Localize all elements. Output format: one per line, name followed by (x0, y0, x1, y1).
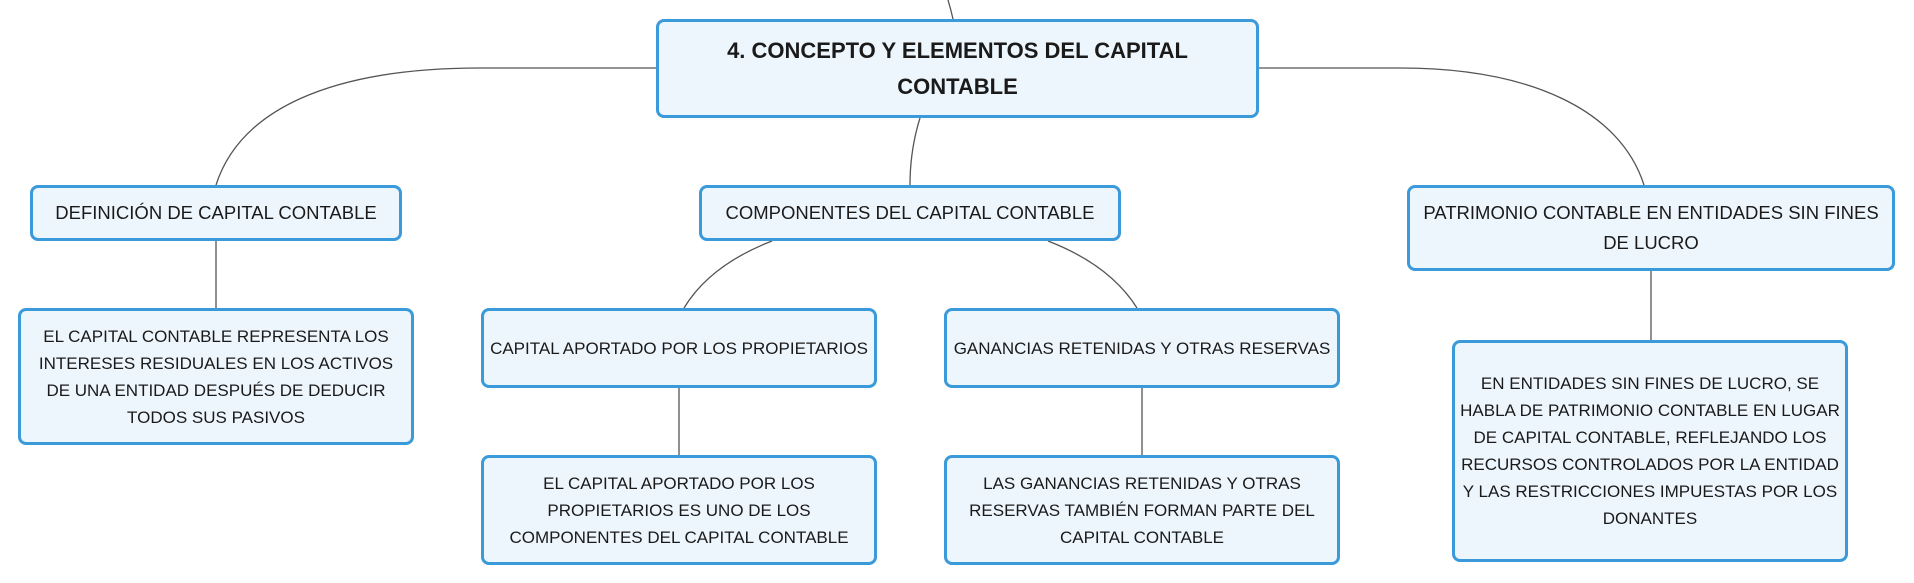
componentes-topic-node[interactable]: COMPONENTES DEL CAPITAL CONTABLE (699, 185, 1121, 241)
capital-aportado-description-node[interactable]: EL CAPITAL APORTADO POR LOS PROPIETARIOS… (481, 455, 877, 565)
root-topic-node[interactable]: 4. CONCEPTO Y ELEMENTOS DEL CAPITAL CONT… (656, 19, 1259, 118)
definicion-description-text: EL CAPITAL CONTABLE REPRESENTA LOS INTER… (38, 326, 394, 427)
patrimonio-description-node[interactable]: EN ENTIDADES SIN FINES DE LUCRO, SE HABL… (1452, 340, 1848, 562)
patrimonio-description-text: EN ENTIDADES SIN FINES DE LUCRO, SE HABL… (1460, 374, 1840, 528)
connector-componentes-to-ganancias (1047, 240, 1138, 309)
definicion-topic-label: DEFINICIÓN DE CAPITAL CONTABLE (55, 202, 377, 223)
capital-aportado-topic-node[interactable]: CAPITAL APORTADO POR LOS PROPIETARIOS (481, 308, 877, 388)
ganancias-retenidas-description-node[interactable]: LAS GANANCIAS RETENIDAS Y OTRAS RESERVAS… (944, 455, 1340, 565)
ganancias-retenidas-topic-label: GANANCIAS RETENIDAS Y OTRAS RESERVAS (953, 338, 1331, 358)
connector-root-to-componentes (909, 117, 921, 186)
patrimonio-topic-label: PATRIMONIO CONTABLE EN ENTIDADES SIN FIN… (1423, 202, 1879, 253)
patrimonio-topic-node[interactable]: PATRIMONIO CONTABLE EN ENTIDADES SIN FIN… (1407, 185, 1895, 271)
connector-root-to-patrimonio (1259, 67, 1645, 186)
ganancias-retenidas-topic-node[interactable]: GANANCIAS RETENIDAS Y OTRAS RESERVAS (944, 308, 1340, 388)
definicion-topic-node[interactable]: DEFINICIÓN DE CAPITAL CONTABLE (30, 185, 402, 241)
definicion-description-node[interactable]: EL CAPITAL CONTABLE REPRESENTA LOS INTER… (18, 308, 414, 445)
connector-root-to-definicion (215, 67, 656, 186)
connector-componentes-to-capital (683, 240, 773, 309)
capital-aportado-topic-label: CAPITAL APORTADO POR LOS PROPIETARIOS (490, 338, 868, 358)
root-topic-label: 4. CONCEPTO Y ELEMENTOS DEL CAPITAL CONT… (727, 37, 1188, 99)
ganancias-retenidas-description-text: LAS GANANCIAS RETENIDAS Y OTRAS RESERVAS… (969, 473, 1315, 547)
componentes-topic-label: COMPONENTES DEL CAPITAL CONTABLE (725, 202, 1095, 223)
connector-parent-to-root (947, 0, 954, 20)
capital-aportado-description-text: EL CAPITAL APORTADO POR LOS PROPIETARIOS… (509, 473, 849, 547)
